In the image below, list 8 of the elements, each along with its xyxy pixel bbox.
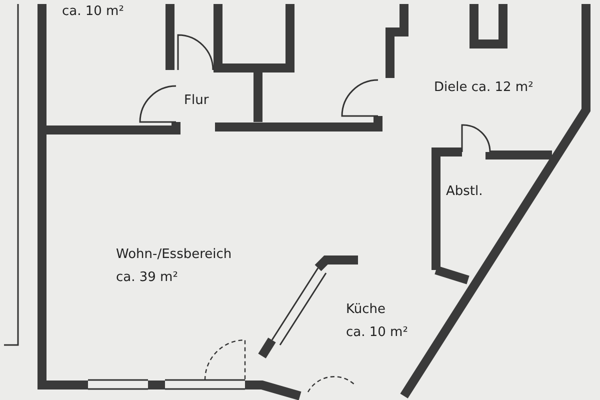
area-label: ca. 10 m² [346, 325, 408, 340]
room-label: Diele ca. 12 m² [434, 80, 534, 95]
area-label: ca. 10 m² [62, 4, 124, 19]
area-label: ca. 39 m² [116, 270, 178, 285]
room-label: Wohn-/Essbereich [116, 247, 232, 262]
room-label: Küche [346, 302, 386, 317]
room-label: Flur [184, 93, 209, 108]
room-label: Abstl. [446, 184, 483, 199]
